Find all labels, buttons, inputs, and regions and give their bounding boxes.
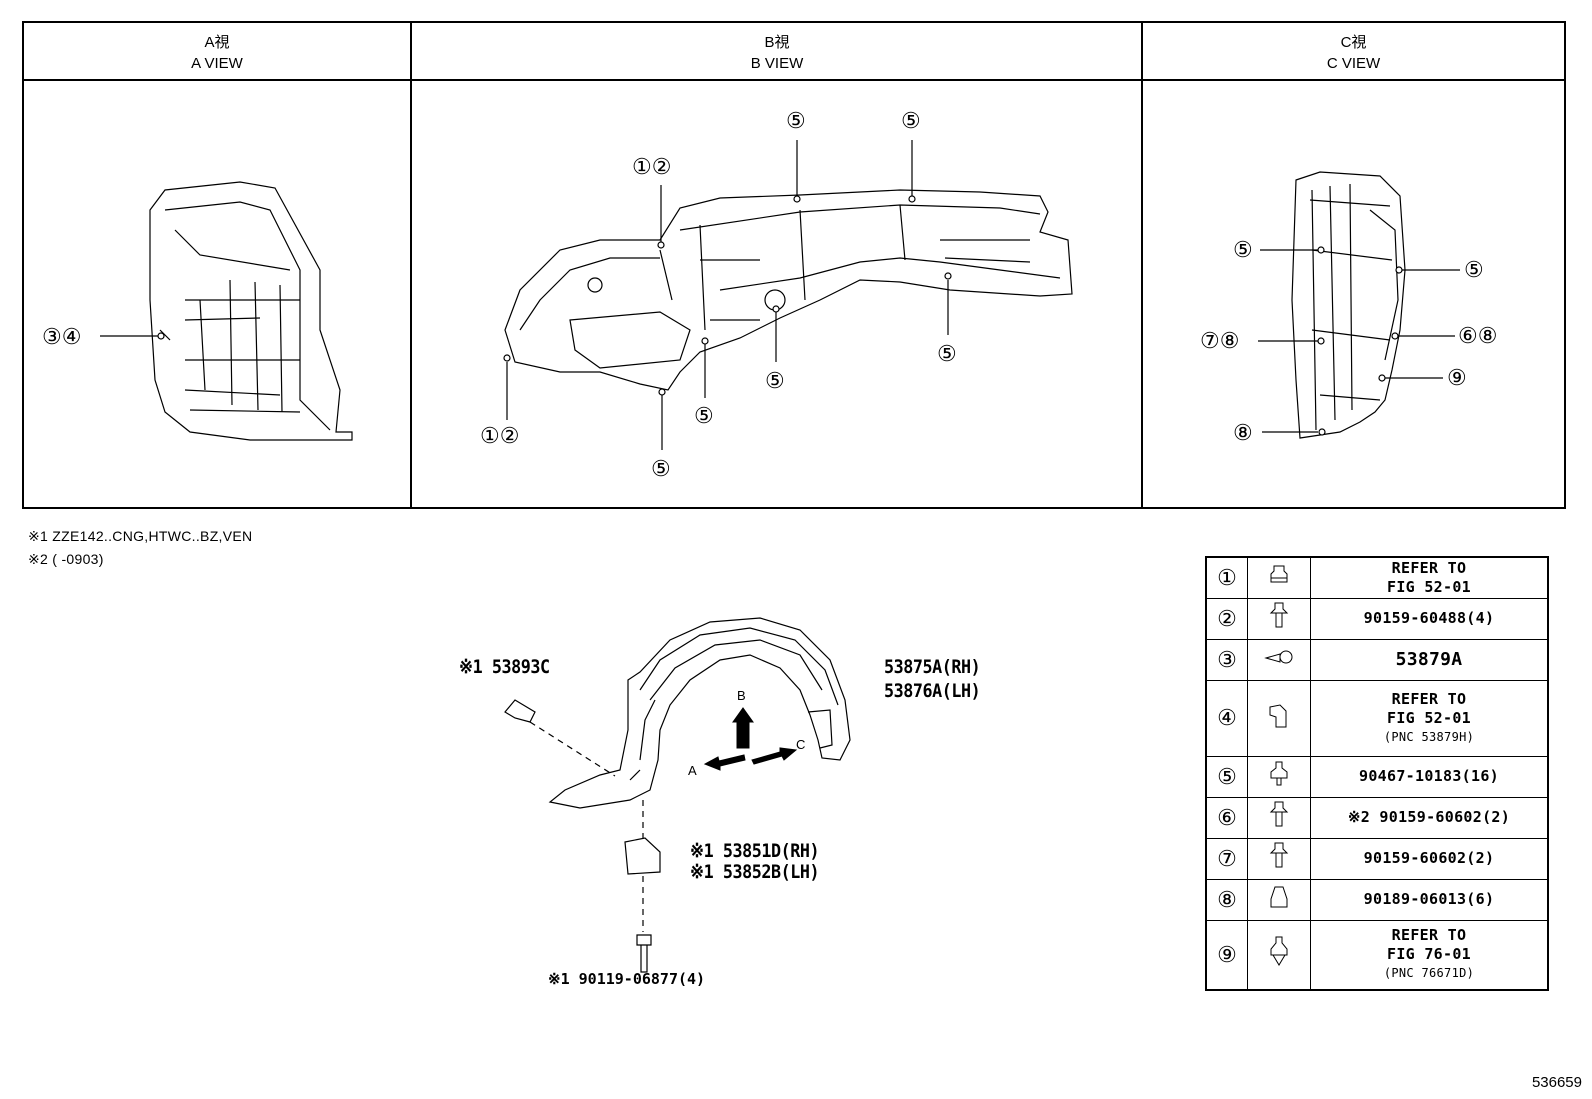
part-label-53851d: ※1 53851D(RH) (690, 840, 820, 862)
callout-b-8: ⑤ (651, 456, 671, 481)
legend-row: ③ 53879A (1205, 638, 1549, 681)
callout-b-5: ⑤ (765, 368, 785, 393)
clip-icon (1247, 638, 1311, 681)
legend-note: (PNC 76671D) (1383, 966, 1475, 981)
legend-text: 90159-60602(2) (1310, 837, 1549, 880)
figure-number: 536659 (1531, 1074, 1582, 1091)
legend-text: 90189-06013(6) (1310, 878, 1549, 921)
callout-b-2: ①② (480, 423, 520, 448)
callout-b-7: ⑤ (694, 403, 714, 428)
view-b-title-en: B VIEW (750, 55, 804, 72)
legend-row: ⑧ 90189-06013(6) (1205, 878, 1549, 921)
callout-c-2: ⑤ (1464, 257, 1484, 282)
callout-b-1: ①② (632, 154, 672, 179)
part-label-53893c: ※1 53893C (459, 656, 550, 678)
legend-note: (PNC 53879H) (1383, 729, 1475, 744)
view-a-title-en: A VIEW (191, 55, 243, 72)
legend-number: ③ (1205, 638, 1248, 681)
nut-cap-icon (1247, 878, 1311, 921)
view-divider (1141, 23, 1143, 507)
legend-row: ⑦ 90159-60602(2) (1205, 837, 1549, 880)
main-fender-liner-drawing (504, 617, 851, 973)
callout-c-3: ⑦⑧ (1200, 328, 1240, 353)
legend-text: 53879A (1310, 638, 1549, 681)
callout-a-1: ③④ (42, 324, 82, 349)
legend-row: ② 90159-60488(4) (1205, 597, 1549, 640)
part-label-53876a: 53876A(LH) (884, 680, 981, 702)
bracket-icon (1247, 679, 1311, 757)
callout-b-3: ⑤ (786, 108, 806, 133)
legend-line: FIG 52-01 (1387, 708, 1471, 727)
screw-icon (1247, 755, 1311, 798)
legend-line: REFER TO (1391, 558, 1467, 577)
part-label-53852b: ※1 53852B(LH) (690, 861, 820, 883)
bolt-icon (1247, 837, 1311, 880)
legend-number: ① (1205, 556, 1248, 599)
nut-icon (1247, 556, 1311, 599)
view-b-title-jp: B視 (764, 34, 790, 51)
view-c-title-jp: C視 (1340, 34, 1367, 51)
arrow-c-icon (751, 747, 798, 765)
view-divider (410, 23, 412, 507)
callout-c-4: ⑥⑧ (1458, 323, 1498, 348)
legend-number: ⑦ (1205, 837, 1248, 880)
view-a-title-jp: A視 (204, 34, 230, 51)
legend-number: ⑧ (1205, 878, 1248, 921)
view-b-header: B視 B VIEW (412, 23, 1142, 81)
bolt-icon (1247, 796, 1311, 839)
applicability-note-2: ※2 ( -0903) (28, 551, 104, 567)
legend-line: FIG 52-01 (1387, 577, 1471, 596)
callout-b-6: ⑤ (937, 341, 957, 366)
arrow-b-icon (732, 707, 754, 749)
legend-row: ⑥ ※2 90159-60602(2) (1205, 796, 1549, 839)
callout-b-4: ⑤ (901, 108, 921, 133)
views-frame: A視 A VIEW B視 B VIEW C視 C VIEW (22, 21, 1566, 509)
legend-number: ⑤ (1205, 755, 1248, 798)
legend-number: ④ (1205, 679, 1248, 757)
b-view-liner-drawing (504, 189, 1073, 391)
legend-text: 90159-60488(4) (1310, 597, 1549, 640)
arrow-b-label: B (737, 688, 746, 703)
callout-c-5: ⑨ (1447, 365, 1467, 390)
applicability-note-1: ※1 ZZE142..CNG,HTWC..BZ,VEN (28, 528, 253, 544)
part-label-53875a: 53875A(RH) (884, 656, 981, 678)
legend-line: REFER TO (1391, 926, 1467, 945)
view-direction-arrows (703, 707, 798, 771)
arrow-c-label: C (796, 737, 806, 752)
legend-number: ⑨ (1205, 919, 1248, 991)
arrow-a-icon (703, 754, 746, 771)
push-clip-icon (1247, 919, 1311, 991)
view-c-title-en: C VIEW (1326, 55, 1381, 72)
a-view-liner-drawing (149, 181, 353, 441)
callout-c-6: ⑧ (1233, 420, 1253, 445)
view-a-header: A視 A VIEW (24, 23, 410, 81)
part-label-90119: ※1 90119-06877(4) (548, 970, 706, 988)
view-c-header: C視 C VIEW (1143, 23, 1564, 81)
legend-line: REFER TO (1391, 689, 1467, 708)
c-view-liner-drawing (1291, 171, 1406, 439)
legend-number: ② (1205, 597, 1248, 640)
arrow-a-label: A (688, 763, 697, 778)
callout-c-1: ⑤ (1233, 237, 1253, 262)
bolt-icon (1247, 597, 1311, 640)
legend-text: ※2 90159-60602(2) (1310, 796, 1549, 839)
legend-number: ⑥ (1205, 796, 1248, 839)
legend-line: FIG 76-01 (1387, 945, 1471, 964)
legend-text: 90467-10183(16) (1310, 755, 1549, 798)
legend-row: ⑤ 90467-10183(16) (1205, 755, 1549, 798)
